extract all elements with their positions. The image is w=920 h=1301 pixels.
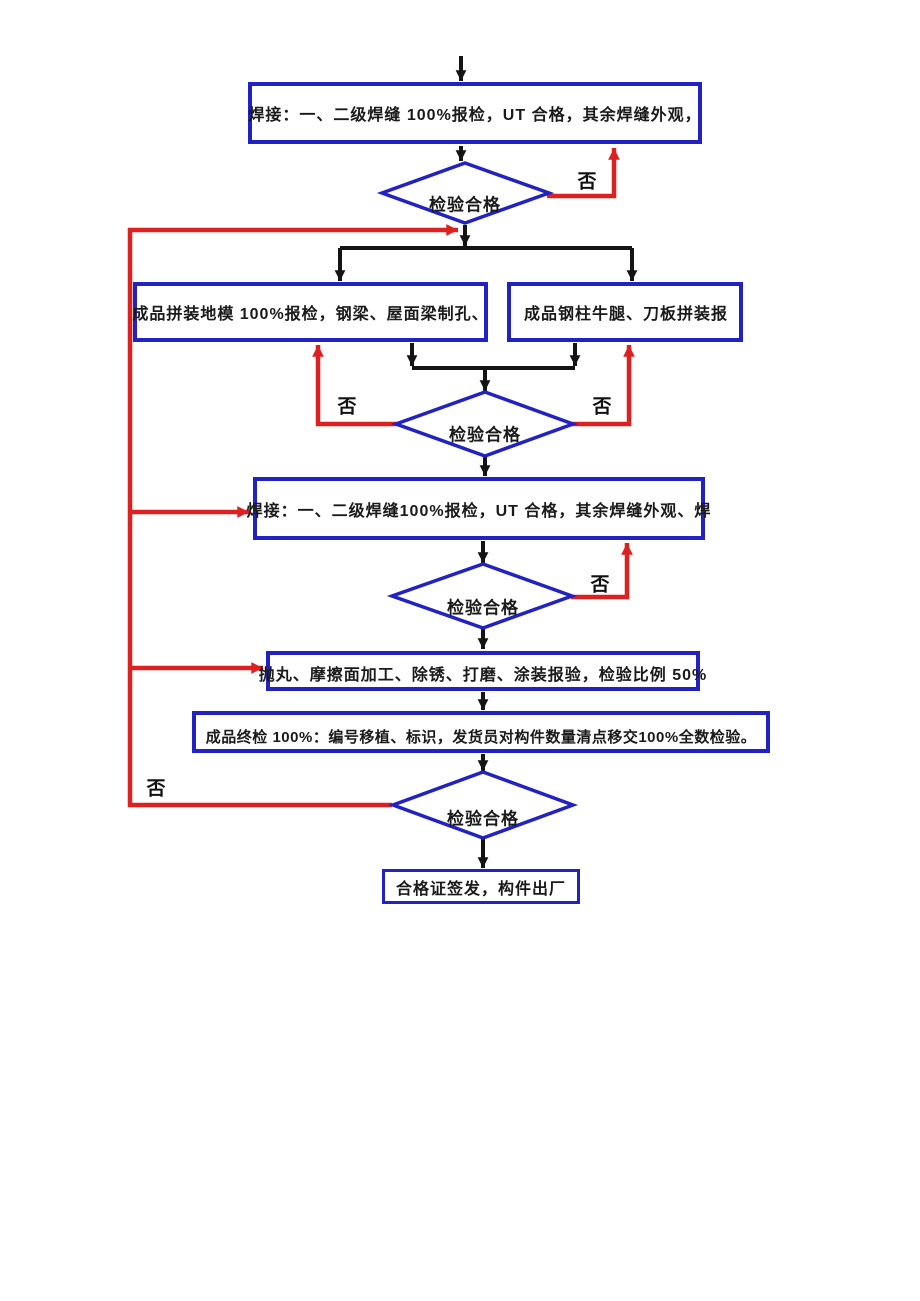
process-box-label: 成品终检 100%：编号移植、标识，发货员对构件数量清点移交100%全数检验。 [205,729,757,746]
process-box-assembly-left: 成品拼装地模 100%报检，钢梁、屋面梁制孔、 [132,282,489,342]
process-box-certificate-issue: 合格证签发，构件出厂 [382,869,580,904]
decision-check-2 [390,390,579,458]
arrow-no-check1-to-weld1 [547,148,620,199]
decision-label-check-3: 检验合格 [447,598,519,618]
branch-label-no-check2-right: 否 [592,396,612,418]
decision-check-1 [376,161,555,225]
process-box-weld-inspection-2: 焊接：一、二级焊缝100%报检，UT 合格，其余焊缝外观、焊 [247,477,710,540]
process-box-final-inspection: 成品终检 100%：编号移植、标识，发货员对构件数量清点移交100%全数检验。 [192,711,770,753]
process-box-assembly-right: 成品钢柱牛腿、刀板拼装报 [507,282,743,342]
arrow-no-check2-right [572,345,635,427]
process-box-label: 合格证签发，构件出厂 [395,881,566,898]
process-box-label: 抛丸、摩擦面加工、除锈、打磨、涂装报验，检验比例 50% [258,667,708,684]
no-loop-line [127,224,458,808]
branch-label-no-check2-left: 否 [337,396,357,418]
decision-check-4 [387,770,579,840]
decision-check-3 [386,562,578,630]
process-box-weld-inspection-1: 焊接：一、二级焊缝 100%报检，UT 合格，其余焊缝外观， [248,82,702,144]
branch-label-no-check4: 否 [146,778,166,800]
process-box-label: 成品钢柱牛腿、刀板拼装报 [524,306,729,323]
process-box-label: 成品拼装地模 100%报检，钢梁、屋面梁制孔、 [132,306,489,323]
branch-label-no-check3: 否 [590,574,610,596]
decision-label-check-2: 检验合格 [449,425,521,445]
arrow-no-check3 [571,543,633,600]
process-box-surface-treatment: 抛丸、摩擦面加工、除锈、打磨、涂装报验，检验比例 50% [259,651,706,691]
branch-label-no-check1: 否 [577,171,597,193]
decision-label-check-4: 检验合格 [447,809,519,829]
decision-label-check-1: 检验合格 [429,195,501,215]
process-box-label: 焊接：一、二级焊缝100%报检，UT 合格，其余焊缝外观、焊 [246,502,712,520]
arrow-no-check2-left [312,345,397,427]
process-box-label: 焊接：一、二级焊缝 100%报检，UT 合格，其余焊缝外观， [248,107,702,124]
